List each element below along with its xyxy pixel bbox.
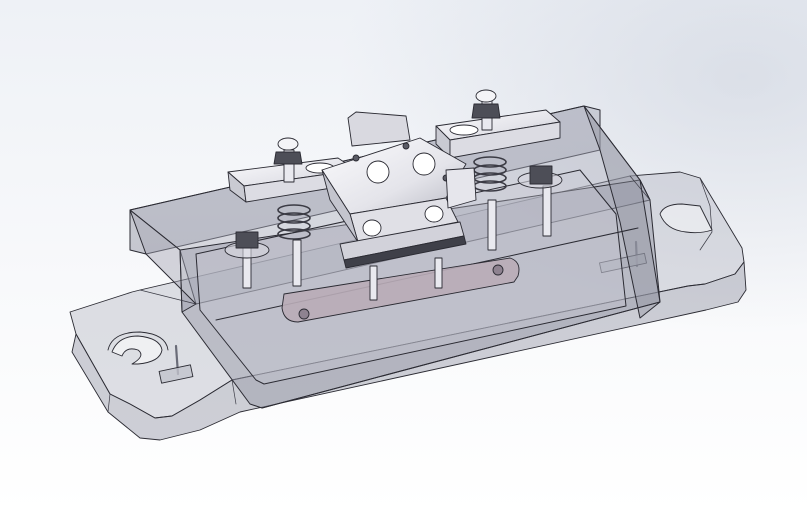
right-slot <box>659 203 713 234</box>
lower-clamp-bar <box>281 257 520 323</box>
left-slot-edge <box>107 331 169 351</box>
front-bore-left <box>362 219 382 237</box>
center-holder-block[interactable] <box>321 111 467 269</box>
front-bore-right <box>424 205 444 223</box>
right-nut <box>471 103 501 119</box>
center-bore-right <box>412 152 436 176</box>
left-nut <box>273 151 303 165</box>
left-nut-cap <box>277 137 299 151</box>
clamp-mechanism[interactable] <box>224 89 563 323</box>
bar-pivot-left <box>298 308 310 320</box>
left-spring <box>277 204 311 240</box>
left-lower-nut <box>235 231 259 249</box>
right-arm-side <box>449 121 561 159</box>
edge-lines <box>107 175 713 413</box>
right-nut-cap <box>475 89 497 103</box>
left-pin-block <box>158 364 194 384</box>
housing-front-bottom-edge <box>261 301 661 409</box>
left-slot <box>111 335 163 365</box>
right-clamp-arm[interactable] <box>435 89 561 192</box>
center-back-tab <box>347 111 411 147</box>
center-lower-plate-edge <box>343 235 467 269</box>
fixture-assembly[interactable] <box>69 89 747 441</box>
bar-pivot-right <box>492 264 504 276</box>
center-small-hole-2 <box>352 154 360 162</box>
right-lower-nut <box>529 165 553 185</box>
center-bore-left <box>366 160 390 184</box>
housing-right-wall <box>583 105 661 319</box>
center-small-hole-1 <box>402 142 410 150</box>
right-arm-slot <box>449 124 479 136</box>
guide-rods <box>242 185 552 301</box>
housing-left-wall <box>129 209 197 313</box>
side-bracket <box>445 167 477 209</box>
